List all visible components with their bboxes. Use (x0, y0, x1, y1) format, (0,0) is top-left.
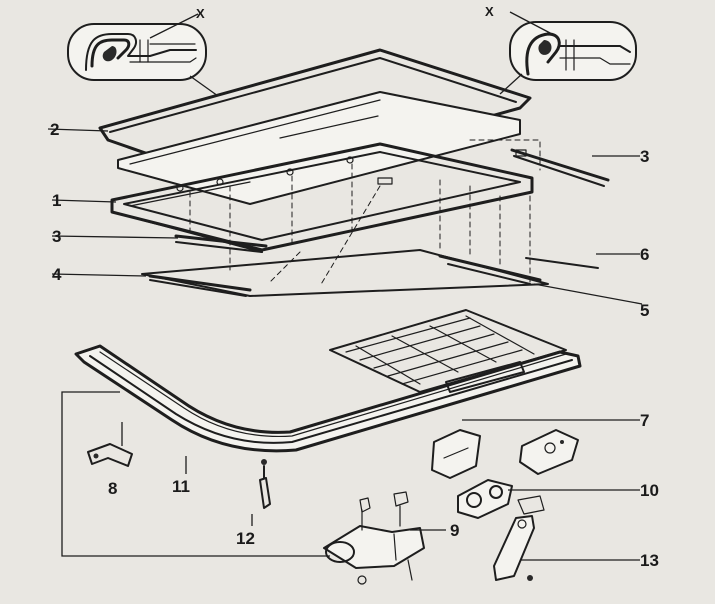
callout-2: 2 (50, 120, 59, 139)
callout-6: 6 (640, 245, 649, 264)
crank-handle (493, 495, 545, 581)
roof-frame (74, 309, 582, 465)
leader-4 (51, 273, 147, 277)
callout-13: 11 (172, 477, 190, 496)
assembly-guide-lines (189, 139, 541, 287)
callout-9: 9 (450, 521, 459, 540)
guide-rail-right (510, 148, 610, 187)
wind-deflector (174, 234, 268, 253)
callout-10: 10 (640, 481, 659, 500)
sun-shade (141, 249, 599, 297)
detail-x-right (509, 21, 637, 81)
leader-5 (533, 283, 643, 305)
callout-5: 5 (640, 301, 649, 320)
leader-3-left (51, 235, 179, 239)
glass-panel (98, 48, 532, 205)
drain-hose (259, 465, 271, 509)
leader-detail-left (189, 75, 219, 97)
leader-x-right (509, 11, 553, 35)
detail-x-left (67, 23, 207, 81)
leader-2 (47, 128, 109, 132)
crank-cover (431, 429, 579, 479)
electric-motor (323, 491, 425, 585)
clip-part (87, 443, 133, 467)
gear-housing (457, 479, 513, 519)
callout-1: 1 (52, 191, 61, 210)
callout-3-left: 3 (52, 227, 61, 246)
callout-x-left: X (196, 6, 205, 21)
leader-1 (51, 199, 117, 203)
callout-8: 13 (640, 551, 659, 570)
callout-12: 12 (236, 529, 255, 548)
sunroof-frame (110, 142, 534, 253)
callout-7: 7 (640, 411, 649, 430)
callout-x-right: X (485, 4, 494, 19)
leader-bracket-left (61, 391, 330, 557)
leader-x-left (149, 13, 199, 39)
callout-11: 8 (108, 479, 117, 498)
callout-3-right: 3 (640, 147, 649, 166)
callout-4: 4 (52, 265, 62, 284)
